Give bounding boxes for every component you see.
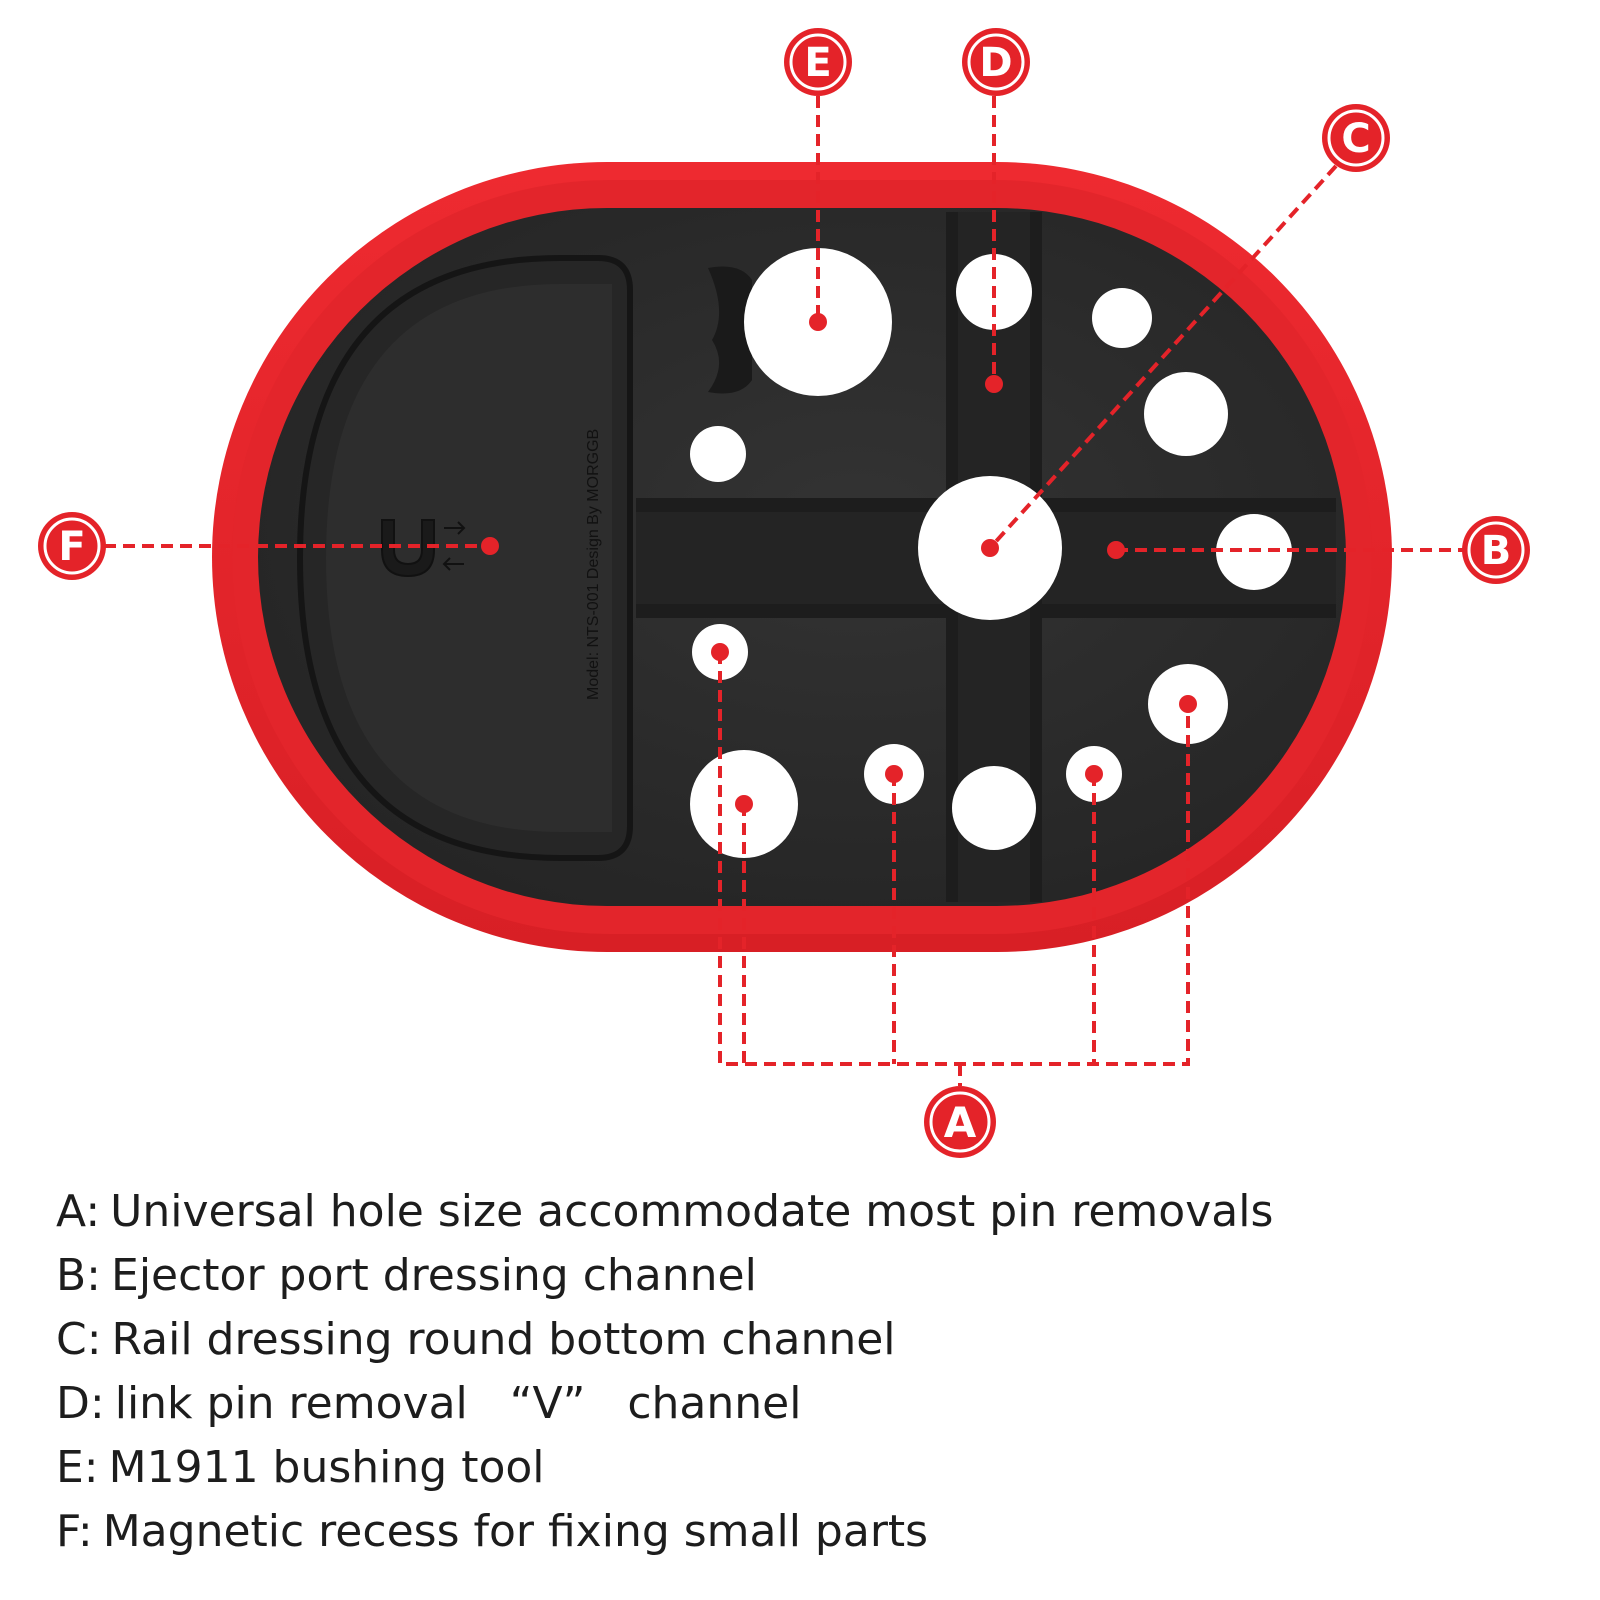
target-dots: [481, 313, 1197, 813]
bench-block-diagram: Model: NTS-001 Design By MORGGB E: [38, 28, 1530, 1158]
svg-text:D: D: [979, 40, 1012, 86]
svg-text:E: E: [804, 40, 831, 86]
hole-bottom-center: [952, 766, 1036, 850]
legend-item-f: F:Magnetic recess for fixing small parts: [56, 1500, 1556, 1564]
mold-text: Model: NTS-001 Design By MORGGB: [585, 429, 602, 700]
leader-c: [988, 164, 1338, 550]
legend-key: F:: [56, 1506, 93, 1557]
hole-left-small: [690, 426, 746, 482]
legend-text: link pin removal “V” channel: [114, 1378, 802, 1429]
svg-text:B: B: [1481, 528, 1512, 574]
svg-text:A: A: [944, 1098, 977, 1147]
legend-text: Rail dressing round bottom channel: [111, 1314, 896, 1365]
bushing-notch: [708, 266, 752, 394]
callout-a: A: [924, 1086, 996, 1158]
legend-key: C:: [56, 1314, 102, 1365]
callout-e: E: [784, 28, 852, 96]
legend-key: E:: [56, 1442, 99, 1493]
magnet-icon: [381, 519, 466, 578]
legend-item-e: E:M1911 bushing tool: [56, 1436, 1556, 1500]
legend-item-a: A:Universal hole size accommodate most p…: [56, 1180, 1556, 1244]
leader-lines: [104, 96, 1464, 1086]
legend-text: Ejector port dressing channel: [111, 1250, 757, 1301]
legend-key: A:: [56, 1186, 101, 1237]
callout-f: F: [38, 512, 106, 580]
svg-text:C: C: [1341, 116, 1370, 162]
leader-a-frame: [718, 652, 1190, 1066]
legend-item-d: D:link pin removal “V” channel: [56, 1372, 1556, 1436]
callout-b: B: [1462, 516, 1530, 584]
svg-text:F: F: [58, 524, 85, 570]
legend-text: Universal hole size accommodate most pin…: [110, 1186, 1274, 1237]
hole-right-mid: [1144, 372, 1228, 456]
legend-text: M1911 bushing tool: [108, 1442, 545, 1493]
legend: A:Universal hole size accommodate most p…: [56, 1180, 1556, 1564]
legend-key: D:: [56, 1378, 105, 1429]
legend-item-b: B:Ejector port dressing channel: [56, 1244, 1556, 1308]
hole-top-right-small: [1092, 288, 1152, 348]
legend-key: B:: [56, 1250, 102, 1301]
legend-item-c: C:Rail dressing round bottom channel: [56, 1308, 1556, 1372]
legend-text: Magnetic recess for fixing small parts: [102, 1506, 929, 1557]
callout-c: C: [1322, 104, 1390, 172]
callout-d: D: [962, 28, 1030, 96]
